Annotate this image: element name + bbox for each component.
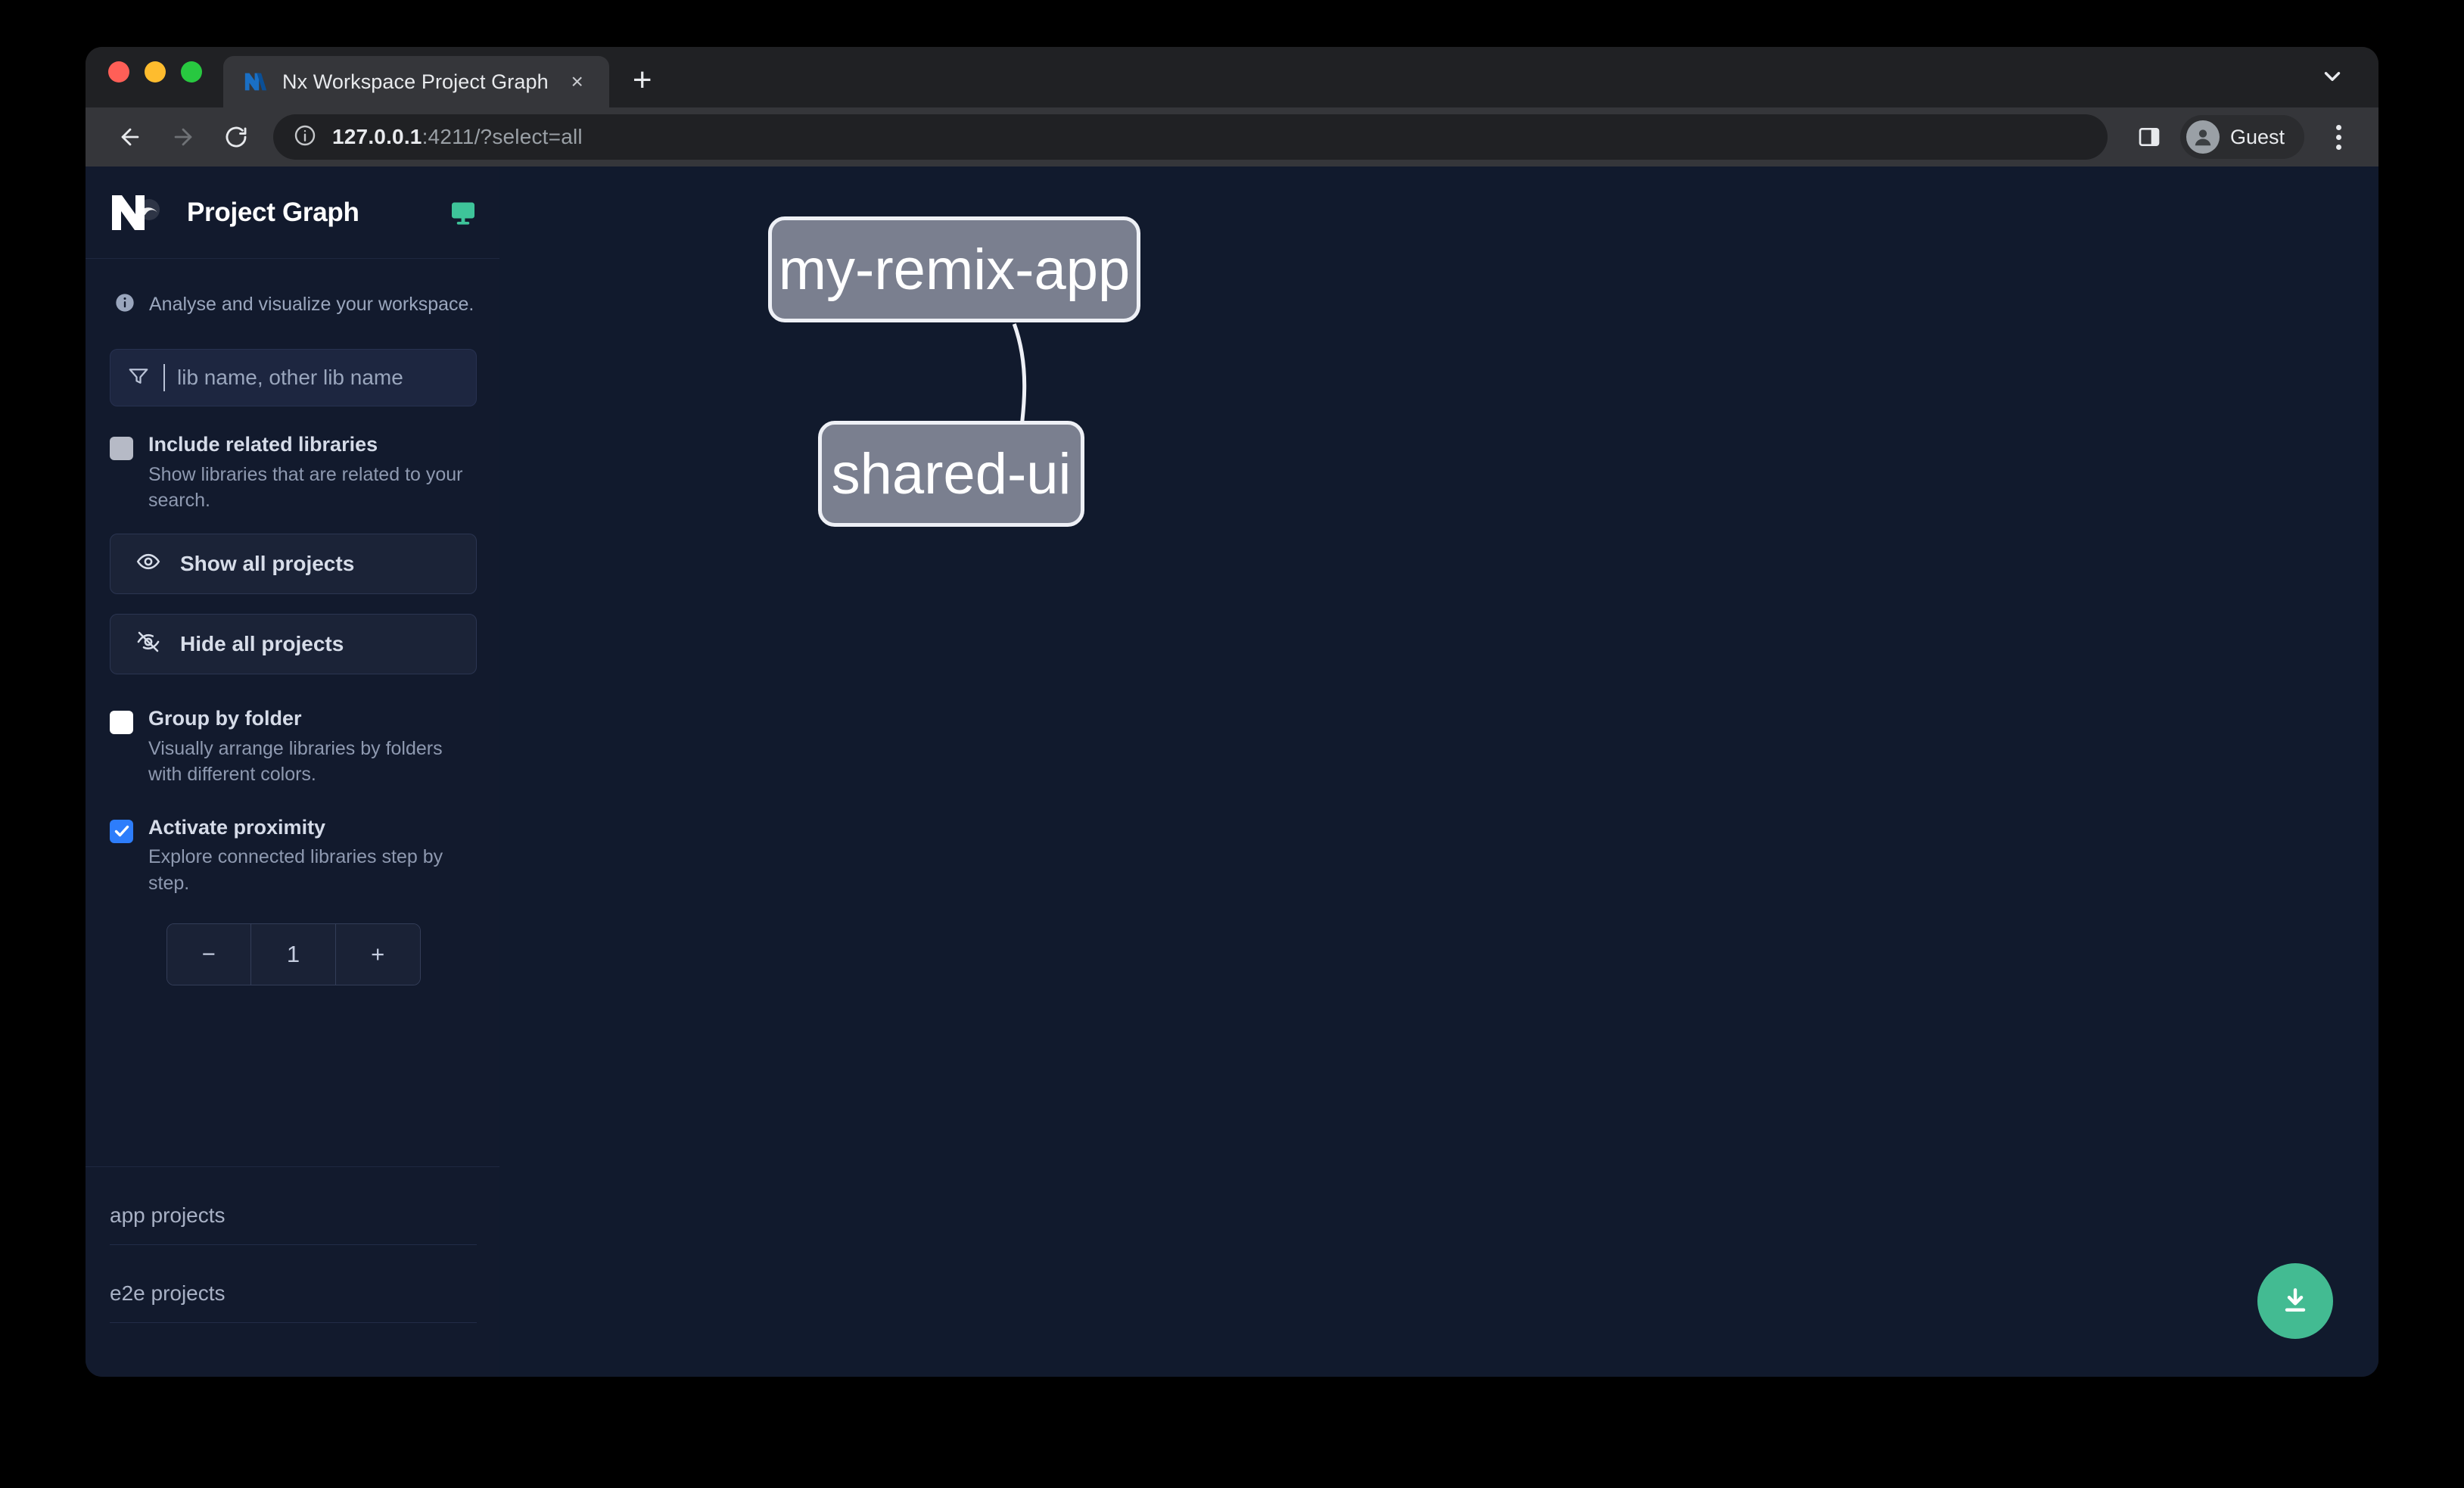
sidebar-scroll-area: Analyse and visualize your workspace. li… — [86, 259, 499, 1166]
graph-node-shared-ui[interactable]: shared-ui — [818, 421, 1084, 527]
proximity-stepper: − 1 + — [166, 923, 421, 986]
option-activate-proximity[interactable]: Activate proximity Explore connected lib… — [110, 815, 477, 897]
divider — [110, 1322, 477, 1323]
tab-strip: Nx Workspace Project Graph × + — [86, 47, 2378, 107]
show-all-projects-label: Show all projects — [180, 551, 355, 575]
eye-off-icon — [136, 630, 160, 658]
divider — [110, 1244, 477, 1245]
side-panel-icon[interactable] — [2127, 115, 2171, 159]
browser-window: Nx Workspace Project Graph × + — [86, 47, 2378, 1377]
profile-name: Guest — [2229, 125, 2285, 148]
monitor-icon[interactable] — [450, 199, 477, 226]
close-window-button[interactable] — [108, 61, 129, 82]
graph-node-my-remix-app[interactable]: my-remix-app — [768, 216, 1140, 322]
activate-proximity-checkbox[interactable] — [110, 819, 133, 843]
minimize-window-button[interactable] — [145, 61, 166, 82]
page-title: Project Graph — [187, 197, 359, 227]
e2e-projects-section[interactable]: e2e projects — [110, 1245, 477, 1323]
toolbar-right-controls: Guest — [2127, 115, 2360, 159]
sidebar-project-sections: app projects e2e projects — [86, 1166, 499, 1377]
proximity-value: 1 — [250, 924, 336, 985]
address-bar[interactable]: 127.0.0.1:4211/?select=all — [273, 114, 2108, 160]
close-tab-button[interactable]: × — [571, 70, 583, 93]
group-by-folder-checkbox[interactable] — [110, 710, 133, 734]
option-text: Include related libraries Show libraries… — [148, 432, 474, 514]
option-label: Activate proximity — [148, 815, 326, 839]
tab-title: Nx Workspace Project Graph — [282, 70, 549, 93]
option-description: Visually arrange libraries by folders wi… — [148, 737, 443, 786]
hide-all-projects-button[interactable]: Hide all projects — [110, 613, 477, 674]
reload-button[interactable] — [213, 114, 260, 160]
nx-logo-icon — [110, 193, 164, 232]
e2e-projects-label: e2e projects — [110, 1281, 226, 1305]
eye-icon — [136, 549, 160, 577]
option-text: Group by folder Visually arrange librari… — [148, 706, 474, 788]
hide-all-projects-label: Hide all projects — [180, 631, 344, 655]
address-bar-url: 127.0.0.1:4211/?select=all — [332, 125, 583, 149]
profile-button[interactable]: Guest — [2179, 115, 2304, 159]
workspace-hint-text: Analyse and visualize your workspace. — [149, 294, 474, 315]
include-related-libraries-checkbox[interactable] — [110, 437, 133, 460]
window-traffic-lights — [108, 47, 223, 107]
site-info-icon[interactable] — [293, 123, 317, 151]
nx-favicon-icon — [243, 69, 269, 95]
option-include-related-libraries[interactable]: Include related libraries Show libraries… — [110, 432, 477, 514]
sidebar: Project Graph — [86, 167, 499, 1377]
option-label: Include related libraries — [148, 433, 378, 456]
search-input[interactable]: lib name, other lib name — [110, 349, 477, 406]
chrome-menu-icon[interactable] — [2316, 115, 2360, 159]
info-icon — [114, 292, 135, 317]
search-input-placeholder: lib name, other lib name — [177, 366, 403, 389]
sidebar-header: Project Graph — [86, 167, 499, 259]
proximity-decrement-button[interactable]: − — [166, 924, 251, 985]
app-page: Project Graph — [86, 167, 2378, 1377]
back-button[interactable] — [107, 114, 154, 160]
url-host: 127.0.0.1 — [332, 125, 422, 148]
option-description: Explore connected libraries step by step… — [148, 846, 443, 894]
graph-edges — [1002, 323, 1027, 503]
workspace-hint: Analyse and visualize your workspace. — [110, 259, 477, 317]
show-all-projects-button[interactable]: Show all projects — [110, 533, 477, 594]
app-projects-section[interactable]: app projects — [110, 1167, 477, 1245]
download-graph-button[interactable] — [2257, 1263, 2333, 1339]
avatar — [2186, 120, 2220, 154]
maximize-window-button[interactable] — [181, 61, 202, 82]
option-label: Group by folder — [148, 706, 302, 730]
app-projects-label: app projects — [110, 1203, 226, 1227]
text-cursor — [163, 364, 165, 391]
url-path: :4211/?select=all — [422, 125, 583, 148]
tab-list-chevron-down-icon[interactable] — [2306, 50, 2359, 103]
browser-toolbar: 127.0.0.1:4211/?select=all Guest — [86, 107, 2378, 167]
forward-button[interactable] — [160, 114, 207, 160]
proximity-increment-button[interactable]: + — [335, 924, 420, 985]
option-group-by-folder[interactable]: Group by folder Visually arrange librari… — [110, 706, 477, 788]
download-icon — [2285, 1288, 2306, 1312]
option-text: Activate proximity Explore connected lib… — [148, 815, 474, 897]
option-description: Show libraries that are related to your … — [148, 463, 463, 512]
graph-canvas[interactable]: my-remix-app shared-ui — [499, 167, 2378, 1377]
browser-tab[interactable]: Nx Workspace Project Graph × — [223, 56, 609, 107]
filter-icon — [127, 365, 150, 391]
new-tab-button[interactable]: + — [632, 61, 652, 98]
